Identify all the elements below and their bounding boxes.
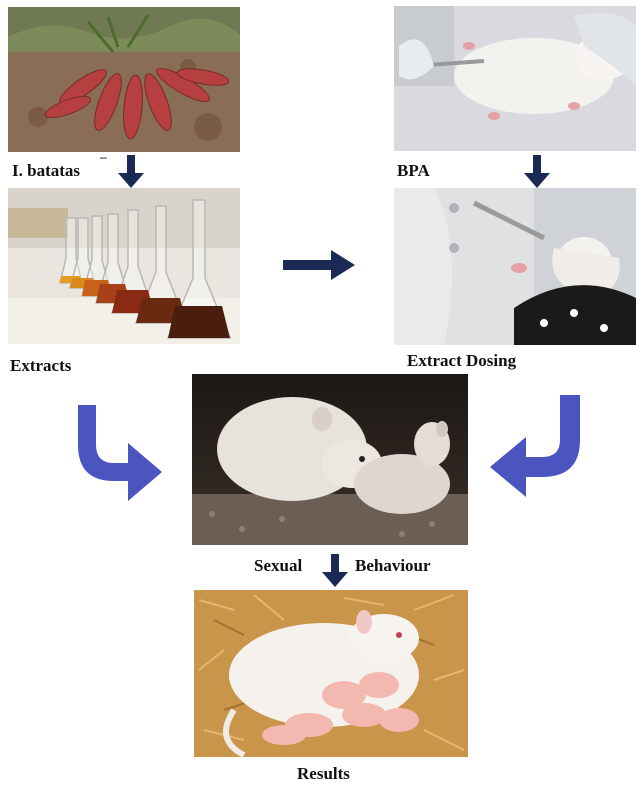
arrow-down-icon (321, 554, 349, 588)
label-i-batatas: I. batatas (12, 162, 80, 179)
arrow-right-icon (283, 250, 355, 280)
sweet-potato-photo (8, 7, 240, 152)
arrow-down-icon (117, 155, 145, 189)
bpa-injection-photo (394, 6, 636, 151)
curved-arrow-down-left-icon (490, 395, 580, 500)
label-results: Results (297, 764, 350, 783)
label-i-batatas-mark: – (100, 149, 107, 164)
results-photo (194, 590, 468, 757)
label-i-batatas-text: I. batatas (12, 161, 81, 180)
curved-arrow-down-right-icon (78, 405, 162, 505)
sexual-behaviour-photo (192, 374, 468, 545)
extract-dosing-photo (394, 188, 636, 345)
label-bpa: BPA (397, 161, 430, 180)
extracts-flasks-photo (8, 188, 240, 344)
label-behaviour: Behaviour (355, 556, 431, 575)
label-extract-dosing: Extract Dosing (407, 351, 517, 370)
label-extracts: Extracts (10, 356, 72, 375)
label-sexual: Sexual (254, 556, 303, 575)
arrow-down-icon (523, 155, 551, 189)
